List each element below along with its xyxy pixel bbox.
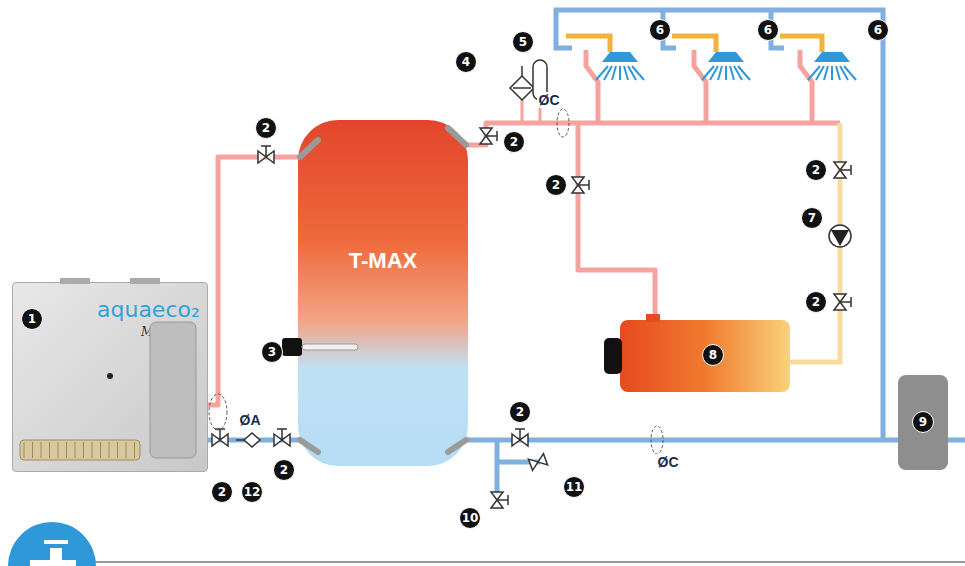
- callout-number: 5: [512, 31, 534, 53]
- valve-symbol: [572, 177, 589, 193]
- callout-number: 2: [805, 291, 827, 313]
- pipe-diameter: ØC: [656, 454, 681, 470]
- heat-pump-unit: aquaeco₂ Max 1: [12, 282, 208, 472]
- callout-number: 12: [241, 481, 263, 503]
- valve-symbol: [274, 429, 290, 446]
- pipe-connector: [208, 157, 298, 405]
- valve-symbol: [834, 294, 851, 310]
- model-name: Max: [141, 325, 167, 339]
- callout-number: 2: [273, 459, 295, 481]
- brand-logo: aquaeco₂: [97, 297, 200, 322]
- callout-number: 2: [509, 401, 531, 423]
- tank-label: T-MAX: [298, 248, 468, 274]
- valve-symbol: [480, 128, 497, 144]
- callout-number: 10: [459, 507, 481, 529]
- pipe-connector: [468, 438, 898, 443]
- callout-number: 2: [255, 117, 277, 139]
- diameter-ring: [209, 394, 227, 430]
- pipe-diameter: ØA: [238, 412, 263, 428]
- filter-symbol: [510, 76, 534, 100]
- shower-head: [702, 52, 750, 80]
- mixer-arm: [566, 36, 822, 52]
- callout-number: 1: [21, 308, 43, 330]
- cold-pipe: [663, 10, 784, 48]
- callout-number: 2: [211, 481, 233, 503]
- cold-pipe: [948, 438, 965, 443]
- hot-pipe: [578, 121, 840, 126]
- callout-number: 11: [563, 476, 585, 498]
- pipe-diameter: ØC: [537, 92, 562, 108]
- callout-number: 6: [867, 19, 889, 41]
- pump-symbol: [829, 225, 851, 247]
- tap-icon: [30, 540, 76, 566]
- storage-tank: T-MAX: [298, 120, 468, 466]
- tap-icon: [8, 522, 96, 566]
- pipe-connector: [468, 123, 655, 320]
- callout-number: 3: [261, 341, 283, 363]
- valve-symbol: [834, 162, 851, 178]
- callout-number: 6: [757, 19, 779, 41]
- diameter-ring: [651, 426, 663, 454]
- backup-boiler: 8: [620, 320, 790, 392]
- callout-number: 9: [912, 411, 934, 433]
- valve-symbol: [212, 429, 228, 446]
- callout-number: 6: [649, 19, 671, 41]
- valve-symbol: [512, 429, 528, 446]
- valve-symbol: [528, 454, 547, 471]
- hot-riser: [586, 50, 812, 123]
- valve-symbol: [258, 146, 274, 163]
- callout-number: 8: [702, 344, 724, 366]
- valve-symbol: [491, 492, 508, 508]
- callout-number: 7: [801, 207, 823, 229]
- rule: [90, 561, 965, 563]
- water-meter: 9: [898, 375, 948, 470]
- pipe-connector: [208, 438, 298, 443]
- check-valve: [244, 433, 260, 447]
- callout-number: 2: [805, 159, 827, 181]
- cold-pipe: [556, 10, 883, 440]
- diameter-ring: [557, 109, 569, 137]
- drain-pipe: [497, 440, 540, 498]
- callout-number: 2: [545, 174, 567, 196]
- callout-number: 2: [503, 131, 525, 153]
- return-pipe: [790, 123, 840, 362]
- shower-head: [596, 52, 644, 80]
- shower-head: [808, 52, 856, 80]
- callout-number: 4: [455, 51, 477, 73]
